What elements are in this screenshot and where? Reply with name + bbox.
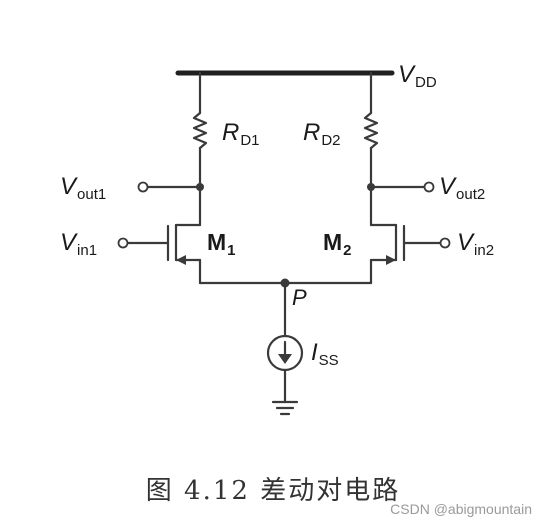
node-p-label: P [292,285,307,310]
iss-label: ISS [311,339,339,369]
resistor-rd2 [363,111,379,150]
rd1-label: RD1 [222,119,260,149]
rd2-label: RD2 [303,119,341,149]
vin1-label: Vin1 [60,229,97,259]
m1-source-arrow [176,255,186,265]
terminal-vout1 [137,181,149,193]
vout2-label: Vout2 [439,173,485,203]
vdd-label: VDD [398,61,437,91]
m2-source-arrow [386,255,396,265]
transistor-m1 [166,223,202,285]
vin2-label: Vin2 [457,229,494,259]
terminal-vin2 [439,237,451,249]
ground-icon [271,400,299,416]
resistor-rd1 [192,111,208,150]
m1-label: M1 [207,229,236,259]
transistor-m2 [369,223,406,285]
watermark: CSDN @abigmountain [390,501,532,517]
figure-caption: 图 4.12 差动对电路 [145,476,401,506]
current-source-iss [266,334,304,372]
terminal-vout2 [423,181,435,193]
m2-label: M2 [323,229,352,259]
terminal-vin1 [117,237,129,249]
vout1-label: Vout1 [60,173,106,203]
